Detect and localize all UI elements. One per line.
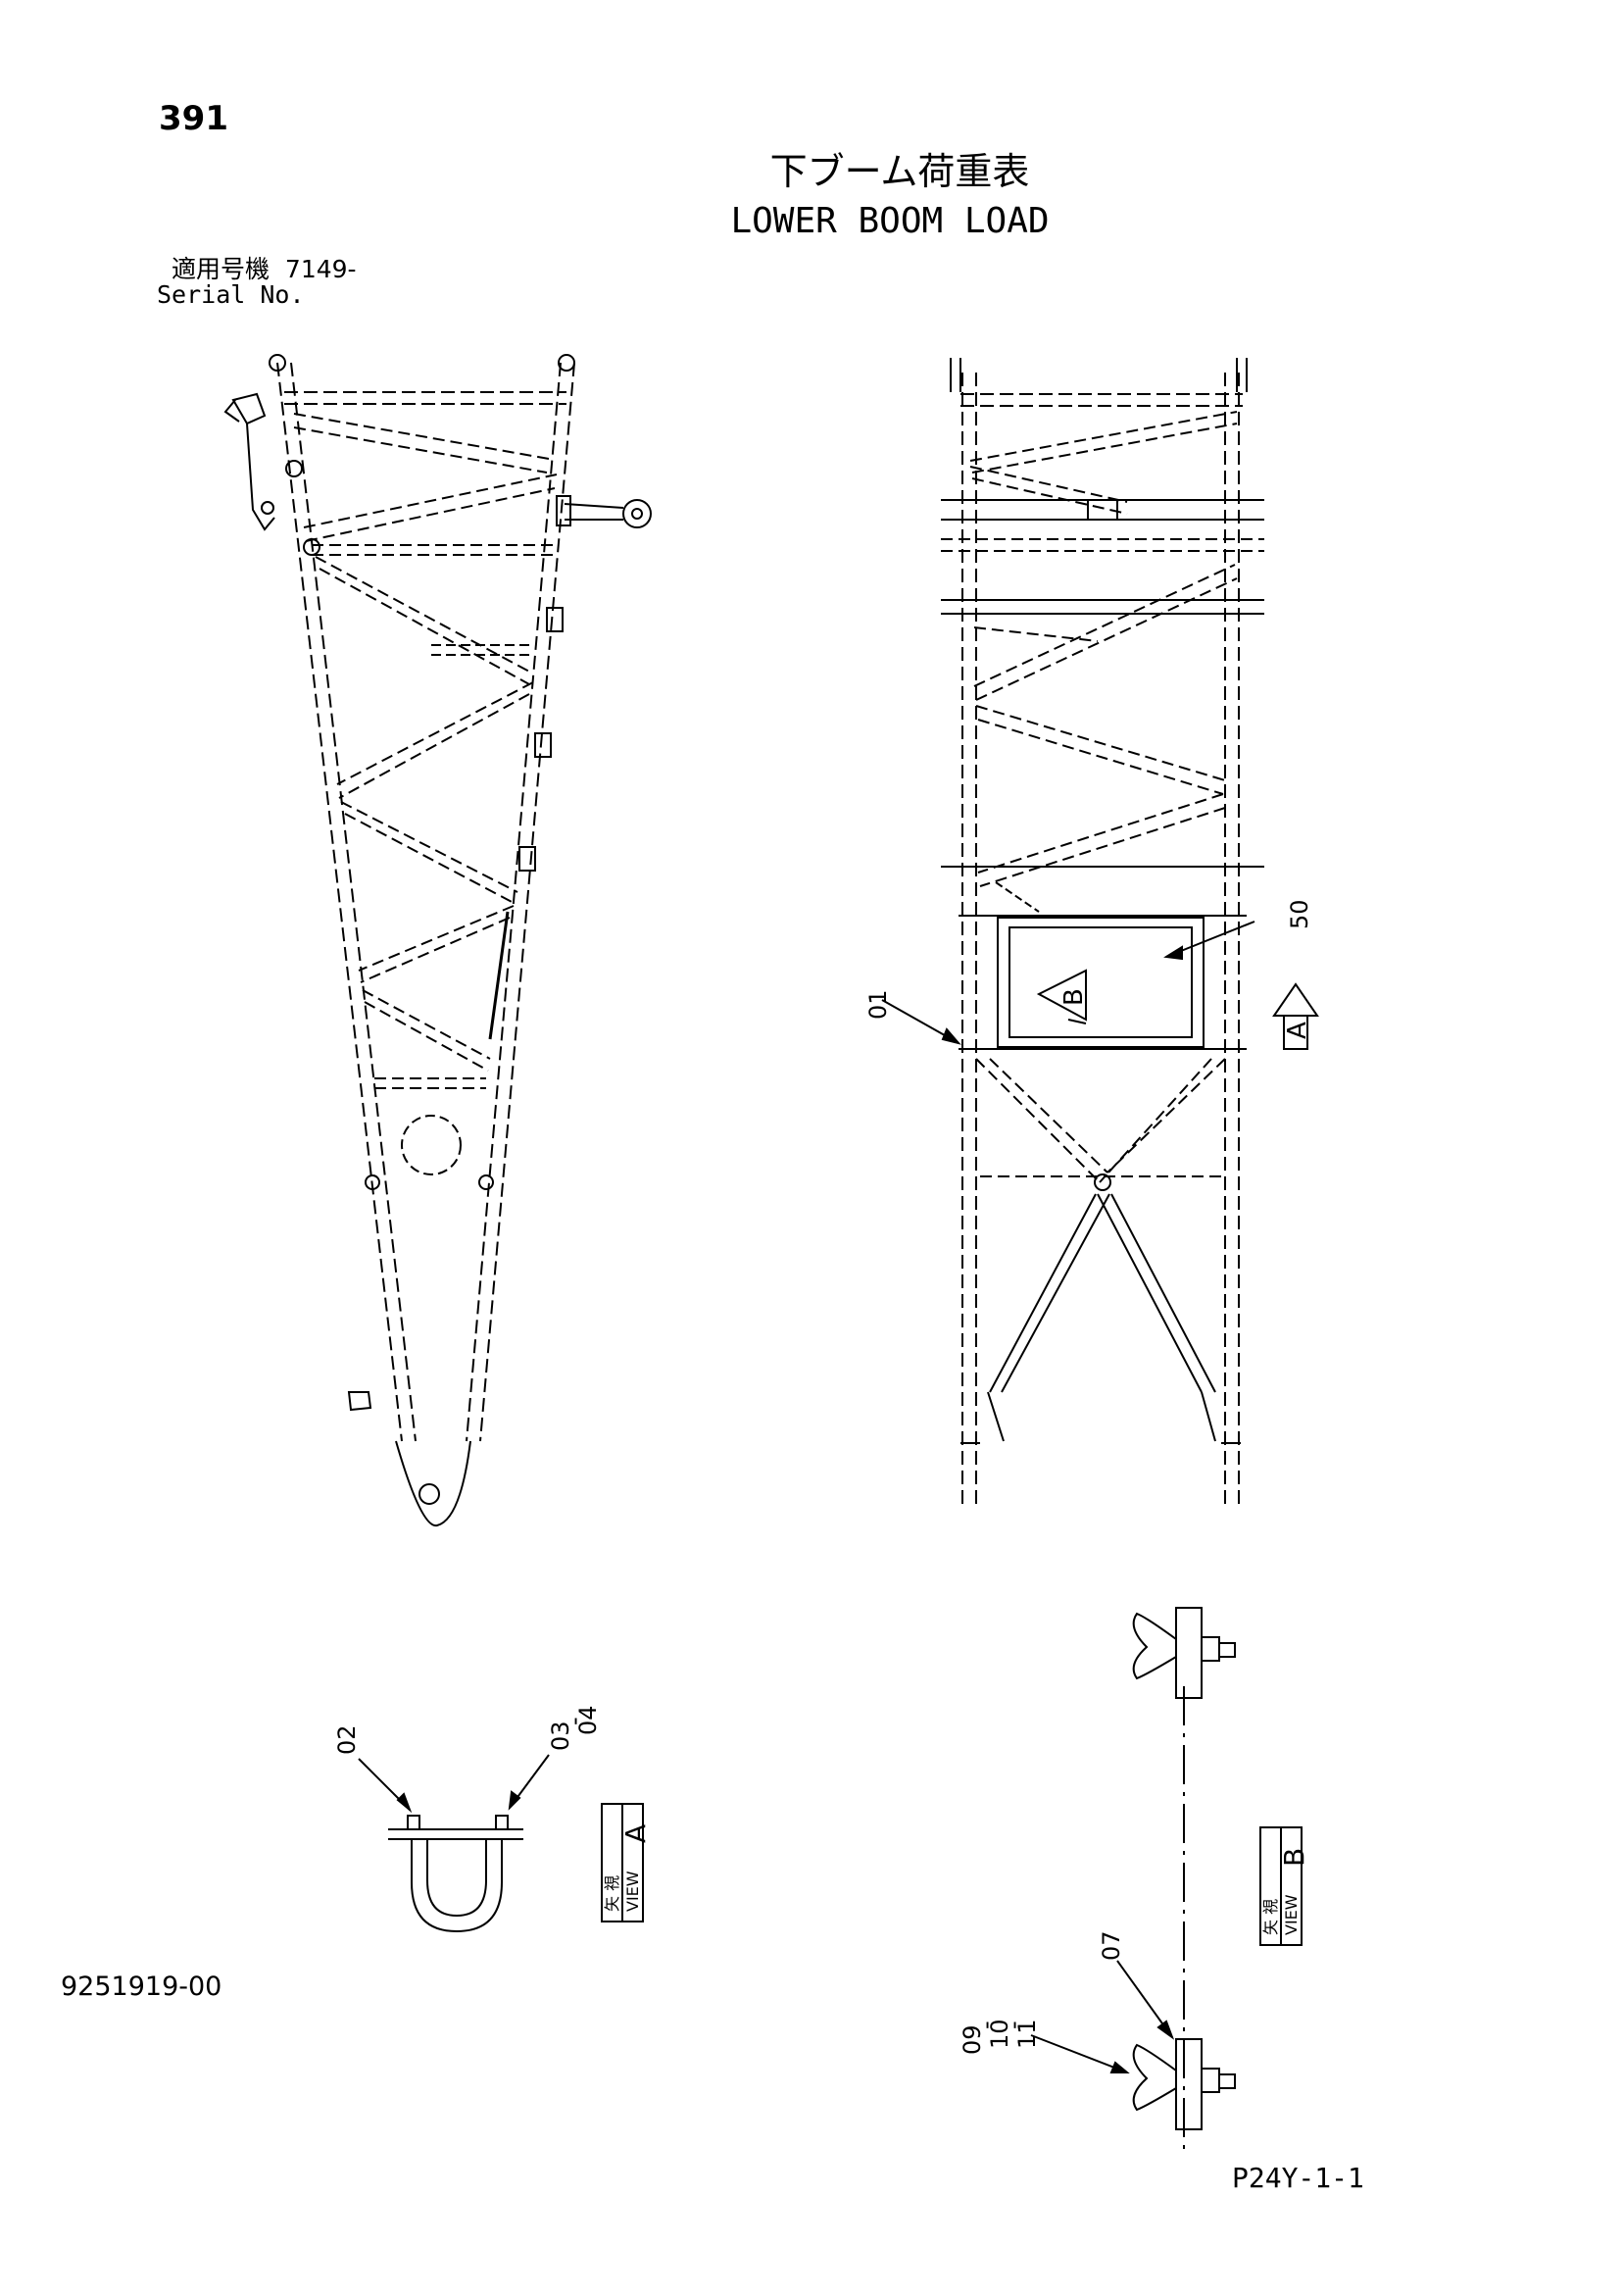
view-b-japanese: 矢 視 bbox=[1261, 1899, 1280, 1935]
callout-03: 03 bbox=[547, 1721, 574, 1751]
view-labels: 矢 視 VIEW A 矢 視 VIEW B bbox=[603, 1824, 1310, 1935]
view-a-marker-letter: A bbox=[1283, 1022, 1312, 1039]
title-japanese: 下ブーム荷重表 bbox=[769, 150, 1030, 193]
view-a-detail bbox=[358, 1754, 550, 1933]
serial-label-english: Serial No. bbox=[157, 280, 305, 309]
title-english: LOWER BOOM LOAD bbox=[730, 201, 1050, 241]
view-b-marker-letter: B bbox=[1059, 988, 1089, 1006]
view-a-english: VIEW bbox=[623, 1871, 642, 1912]
callout-03-separator: - bbox=[561, 1717, 588, 1725]
serial-value: 7149- bbox=[284, 255, 357, 283]
callout-02: 02 bbox=[333, 1724, 361, 1755]
callout-10-separator: - bbox=[1000, 2021, 1027, 2029]
serial-label-japanese: 適用号機 7149- bbox=[172, 257, 357, 281]
sheet-code: P24Y-1-1 bbox=[1232, 2162, 1364, 2194]
serial-label-ja: 適用号機 bbox=[172, 255, 270, 283]
callout-11: 11 bbox=[1013, 2019, 1041, 2049]
callout-04: 04 bbox=[574, 1705, 602, 1735]
view-b-english: VIEW bbox=[1282, 1894, 1301, 1935]
callout-50: 50 bbox=[1286, 899, 1313, 929]
boom-front-view bbox=[881, 358, 1319, 1510]
callout-01: 01 bbox=[864, 989, 892, 1020]
callout-09-separator: - bbox=[972, 2021, 1000, 2029]
view-b-detail bbox=[1030, 1607, 1236, 2157]
view-a-letter: A bbox=[619, 1824, 652, 1843]
callout-labels: 01 50 02 03 - 04 07 09 - 10 - 11 B A bbox=[333, 899, 1313, 2055]
view-b-letter: B bbox=[1278, 1848, 1310, 1867]
callout-09: 09 bbox=[959, 2024, 986, 2055]
callout-10: 10 bbox=[986, 2019, 1013, 2049]
view-a-label-box bbox=[601, 1803, 644, 1922]
callout-07: 07 bbox=[1098, 1930, 1125, 1961]
view-a-japanese: 矢 視 bbox=[603, 1875, 621, 1912]
page-number: 391 bbox=[159, 99, 228, 138]
drawing-number: 9251919-00 bbox=[61, 1972, 222, 2002]
view-b-label-box bbox=[1259, 1826, 1303, 1946]
boom-side-view bbox=[223, 354, 652, 1527]
